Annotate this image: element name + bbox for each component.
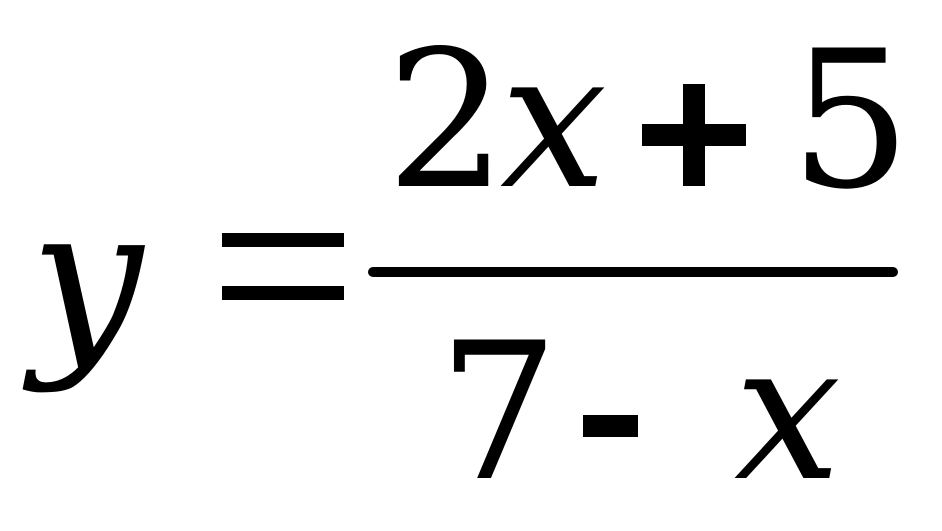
fraction-bar (368, 267, 898, 277)
plus-vertical-bar (683, 84, 705, 186)
lhs-variable-y: y (30, 163, 143, 396)
equals-top-bar (222, 233, 344, 247)
equals-bottom-bar (222, 286, 344, 300)
denominator-variable-x: x (734, 302, 842, 523)
denominator-constant: 7 (438, 302, 559, 523)
numerator-coefficient: 2 (386, 10, 507, 231)
numerator-variable-x: x (500, 10, 608, 231)
numerator-constant: 5 (790, 10, 911, 231)
minus-sign (583, 415, 638, 437)
